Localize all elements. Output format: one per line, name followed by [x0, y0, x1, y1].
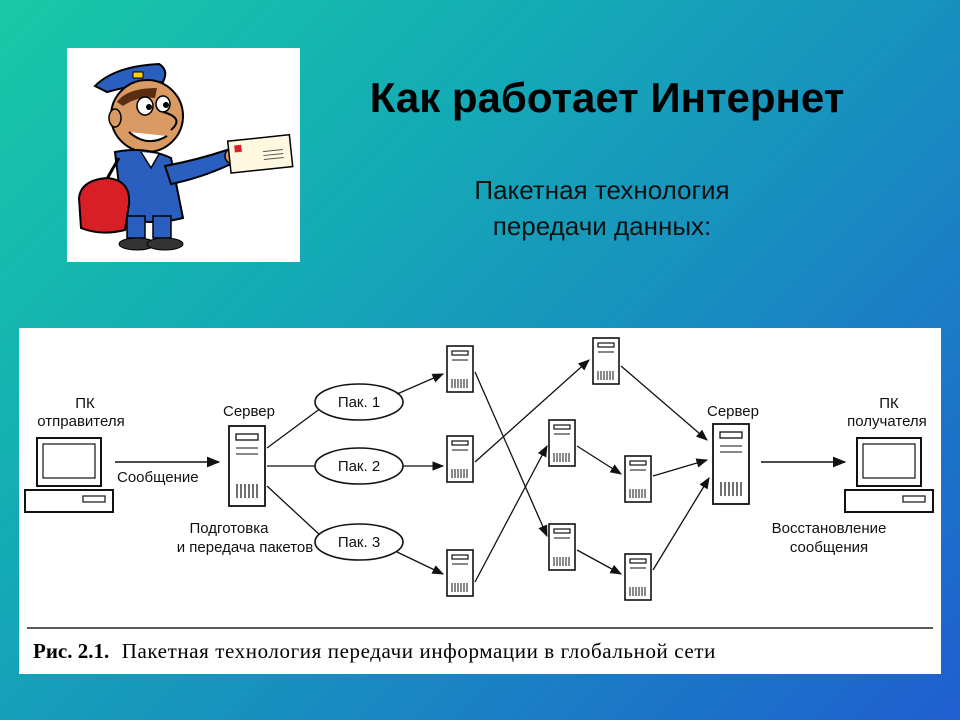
sender-pc-label-1: ПК	[75, 395, 95, 412]
router-c-icon	[446, 549, 474, 597]
figure-caption: Рис. 2.1. Пакетная технология передачи и…	[33, 639, 716, 663]
packet-3-label: Пак. 3	[338, 534, 380, 551]
message-label: Сообщение	[117, 469, 199, 486]
arrow-rh-server	[652, 477, 710, 571]
sender-pc-label-2: отправителя	[37, 413, 124, 430]
arrow-p1-r1	[396, 373, 445, 395]
arrow-rc-re	[474, 444, 548, 583]
router-e-icon	[548, 419, 576, 467]
receiver-pc-label-1: ПК	[879, 395, 899, 412]
sender-pc-icon	[24, 437, 114, 513]
subtitle-line-2: передачи данных:	[492, 211, 712, 241]
arrow-rg-server	[652, 458, 709, 477]
arrow-rf-rh	[576, 549, 623, 575]
sender-server-label: Сервер	[223, 403, 275, 420]
link-server-packet3	[266, 485, 322, 537]
packet-2-label: Пак. 2	[338, 458, 380, 475]
router-f-icon	[548, 523, 576, 571]
router-h-icon	[624, 553, 652, 601]
arrow-ra-rf	[474, 371, 548, 538]
sender-server-icon	[228, 425, 266, 507]
receiver-server-icon	[712, 423, 750, 505]
arrow-re-rg	[576, 445, 622, 475]
router-a-icon	[446, 345, 474, 393]
restore-label-2: сообщения	[790, 539, 868, 556]
packet-1-label: Пак. 1	[338, 394, 380, 411]
prep-label-2: и передача пакетов	[177, 539, 314, 556]
receiver-pc-icon	[844, 437, 934, 513]
caption-label: Рис. 2.1.	[33, 639, 109, 663]
restore-label-1: Восстановление	[772, 520, 887, 537]
link-server-packet1	[266, 407, 322, 449]
router-b-icon	[446, 435, 474, 483]
arrow-rd-server	[620, 365, 708, 441]
caption-text: Пакетная технология передачи информации …	[122, 639, 716, 663]
page-title: Как работает Интернет	[369, 74, 845, 121]
arrow-rb-rd	[474, 359, 590, 463]
arrow-p3-r3	[396, 551, 445, 575]
router-d-icon	[592, 337, 620, 385]
subtitle-line-1: Пакетная технология	[474, 175, 730, 205]
receiver-pc-label-2: получателя	[847, 413, 927, 430]
packet-3-bubble	[314, 523, 404, 561]
router-g-icon	[624, 455, 652, 503]
receiver-server-label: Сервер	[707, 403, 759, 420]
packet-network-diagram: ПК отправителя Сообщение Сервер Подготов…	[19, 328, 941, 674]
page-subtitle: Пакетная технология передачи данных:	[412, 172, 792, 244]
prep-label-1: Подготовка	[190, 520, 270, 537]
packet-1-bubble	[314, 383, 404, 421]
mailman-illustration	[67, 48, 300, 262]
